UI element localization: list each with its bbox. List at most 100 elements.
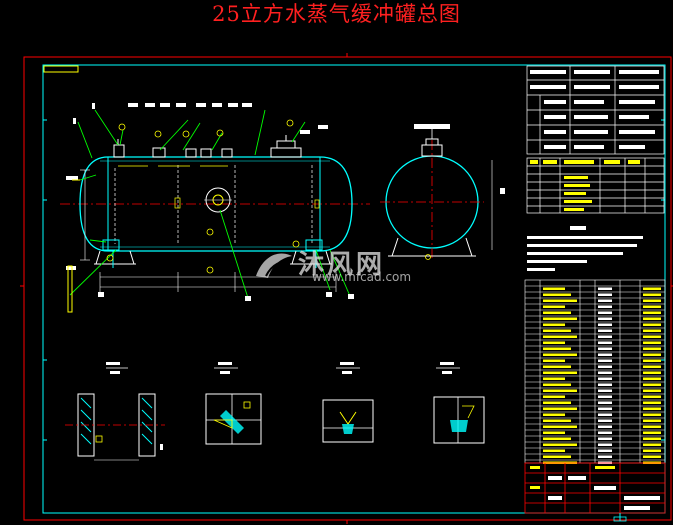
parts-list-row-text: [598, 419, 612, 422]
parts-list-row-text: [598, 287, 612, 290]
parts-list-row-text: [643, 455, 661, 458]
parts-list-row-text: [643, 407, 661, 410]
drawing-title: 25立方水蒸气缓冲罐总图: [212, 2, 461, 26]
parts-list-rows: [525, 285, 665, 461]
parts-list-row-text: [543, 329, 571, 332]
parts-list-row-text: [643, 287, 661, 290]
parts-list-row-text: [543, 389, 577, 392]
parts-list-row-text: [543, 413, 565, 416]
parts-list-row-text: [643, 341, 661, 344]
parts-list-row-text: [598, 299, 612, 302]
parts-list-row-text: [643, 401, 661, 404]
parts-list-row-text: [598, 395, 612, 398]
parts-list-row-text: [643, 299, 661, 302]
parts-list-row-text: [543, 317, 577, 320]
parts-list-row-text: [598, 359, 612, 362]
parts-list-row-text: [598, 413, 612, 416]
parts-list-row-text: [643, 317, 661, 320]
watermark-text: 沐风网: [298, 250, 386, 280]
parts-list-row-text: [543, 455, 571, 458]
detail-view-3: [322, 362, 374, 443]
parts-list-row-text: [543, 371, 577, 374]
parts-list-row-text: [643, 413, 661, 416]
parts-list-row-text: [598, 425, 612, 428]
parts-list-row-text: [598, 335, 612, 338]
note-texts-top: [66, 103, 354, 301]
parts-list-row-text: [643, 419, 661, 422]
parts-list-row-text: [543, 425, 577, 428]
parts-list-row-text: [643, 449, 661, 452]
parts-list-row-text: [643, 371, 661, 374]
parts-list-row-text: [643, 323, 661, 326]
parts-list-row-text: [543, 395, 565, 398]
title-block: [524, 462, 666, 514]
parts-list-row-text: [598, 431, 612, 434]
parts-list-row-text: [598, 311, 612, 314]
parts-list-row-text: [598, 383, 612, 386]
parts-list-row-text: [643, 377, 661, 380]
parts-list-row-text: [598, 323, 612, 326]
parts-list-row-text: [598, 341, 612, 344]
parts-list-row-text: [643, 311, 661, 314]
outer-frame: [23, 56, 672, 521]
technical-data-text: [530, 70, 659, 149]
top-nozzles: [113, 135, 302, 158]
parts-list-row-text: [643, 431, 661, 434]
parts-list-row-text: [643, 293, 661, 296]
title-tag-box: [43, 65, 79, 73]
inner-ticks: [43, 119, 665, 441]
parts-list-row-text: [598, 377, 612, 380]
parts-list-row-text: [643, 437, 661, 440]
parts-list-row-text: [598, 305, 612, 308]
detail-view-2: [205, 362, 262, 445]
technical-data-table: [526, 65, 665, 155]
watermark: 沐风网 www.mfcad.com: [250, 244, 440, 284]
parts-list-row-text: [543, 293, 571, 296]
notes-block: [527, 226, 643, 271]
parts-list-row-text: [543, 323, 565, 326]
parts-list-row-text: [643, 365, 661, 368]
parts-list-row-text: [543, 359, 565, 362]
parts-list-row-text: [598, 353, 612, 356]
parts-list-row-text: [543, 383, 571, 386]
parts-list-row-text: [643, 359, 661, 362]
parts-list-row-text: [598, 449, 612, 452]
parts-list-row-text: [543, 305, 565, 308]
parts-list-row-text: [643, 305, 661, 308]
parts-list-row-text: [543, 443, 577, 446]
detail-view-4: [433, 362, 485, 444]
parts-list-row-text: [543, 437, 571, 440]
parts-list-row-text: [598, 347, 612, 350]
parts-list-row-text: [643, 335, 661, 338]
dimension-lines: [80, 169, 337, 292]
parts-list-row-text: [543, 287, 565, 290]
parts-list-row-text: [643, 383, 661, 386]
parts-list-row-text: [598, 371, 612, 374]
parts-list-row-text: [598, 317, 612, 320]
side-manhole: [204, 187, 232, 213]
parts-list-row-text: [643, 353, 661, 356]
watermark-logo-icon: [256, 253, 292, 278]
parts-list-row-text: [643, 329, 661, 332]
parts-list-row-text: [543, 335, 577, 338]
parts-list-row-text: [598, 389, 612, 392]
parts-list-row-text: [543, 419, 571, 422]
parts-list-row-text: [643, 347, 661, 350]
nozzle-table: [526, 157, 665, 214]
horizontal-vessel-view: [60, 103, 370, 313]
parts-list-row-text: [598, 365, 612, 368]
parts-list-row-text: [543, 347, 571, 350]
parts-list-row-text: [543, 449, 565, 452]
parts-list-row-text: [598, 401, 612, 404]
parts-list-row-text: [543, 407, 577, 410]
parts-list-row-text: [643, 425, 661, 428]
parts-list-row-text: [643, 389, 661, 392]
parts-list-row-text: [543, 299, 577, 302]
parts-list-row-text: [543, 311, 571, 314]
title-block-text: [548, 476, 660, 510]
parts-list-row-text: [643, 395, 661, 398]
balloon-labels: [106, 119, 300, 274]
parts-list-row-text: [598, 455, 612, 458]
nozzle-table-text: [530, 160, 640, 211]
